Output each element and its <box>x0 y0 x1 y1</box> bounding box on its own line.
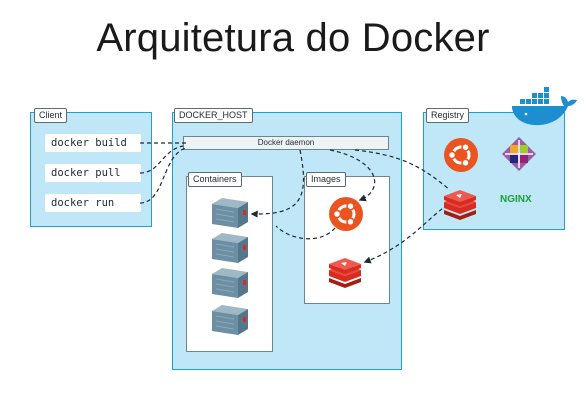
docker-daemon-bar: Docker daemon <box>183 136 389 150</box>
images-label: Images <box>306 172 346 187</box>
docker-build-command: docker build <box>45 134 141 152</box>
container-icon <box>211 304 249 336</box>
docker-run-command: docker run <box>45 194 141 212</box>
docker-host-label: DOCKER_HOST <box>174 108 253 123</box>
redis-icon <box>444 190 476 220</box>
client-label: Client <box>34 108 68 123</box>
daemon-to-image-arrow <box>329 149 376 202</box>
daemon-to-container-arrow <box>250 149 304 218</box>
nginx-logo: NGINX <box>500 194 532 205</box>
container-icon <box>211 267 249 299</box>
container-icon <box>211 197 249 229</box>
docker-whale-icon <box>512 87 577 126</box>
ubuntu-icon <box>327 195 365 233</box>
daemon-to-registry-arrow <box>354 149 451 191</box>
run-connector <box>139 147 187 204</box>
registry-panel <box>423 112 565 230</box>
containers-label: Containers <box>188 172 242 187</box>
page-title: Arquitetura do Docker <box>96 16 490 60</box>
container-icon <box>211 232 249 264</box>
registry-to-image-arrow <box>363 204 449 264</box>
docker-pull-command: docker pull <box>45 164 141 182</box>
image-to-daemon-return <box>275 225 336 240</box>
redis-icon <box>329 258 361 288</box>
registry-label: Registry <box>426 108 470 123</box>
centos-icon <box>502 137 536 171</box>
ubuntu-icon <box>442 136 480 174</box>
pull-connector <box>139 145 184 174</box>
